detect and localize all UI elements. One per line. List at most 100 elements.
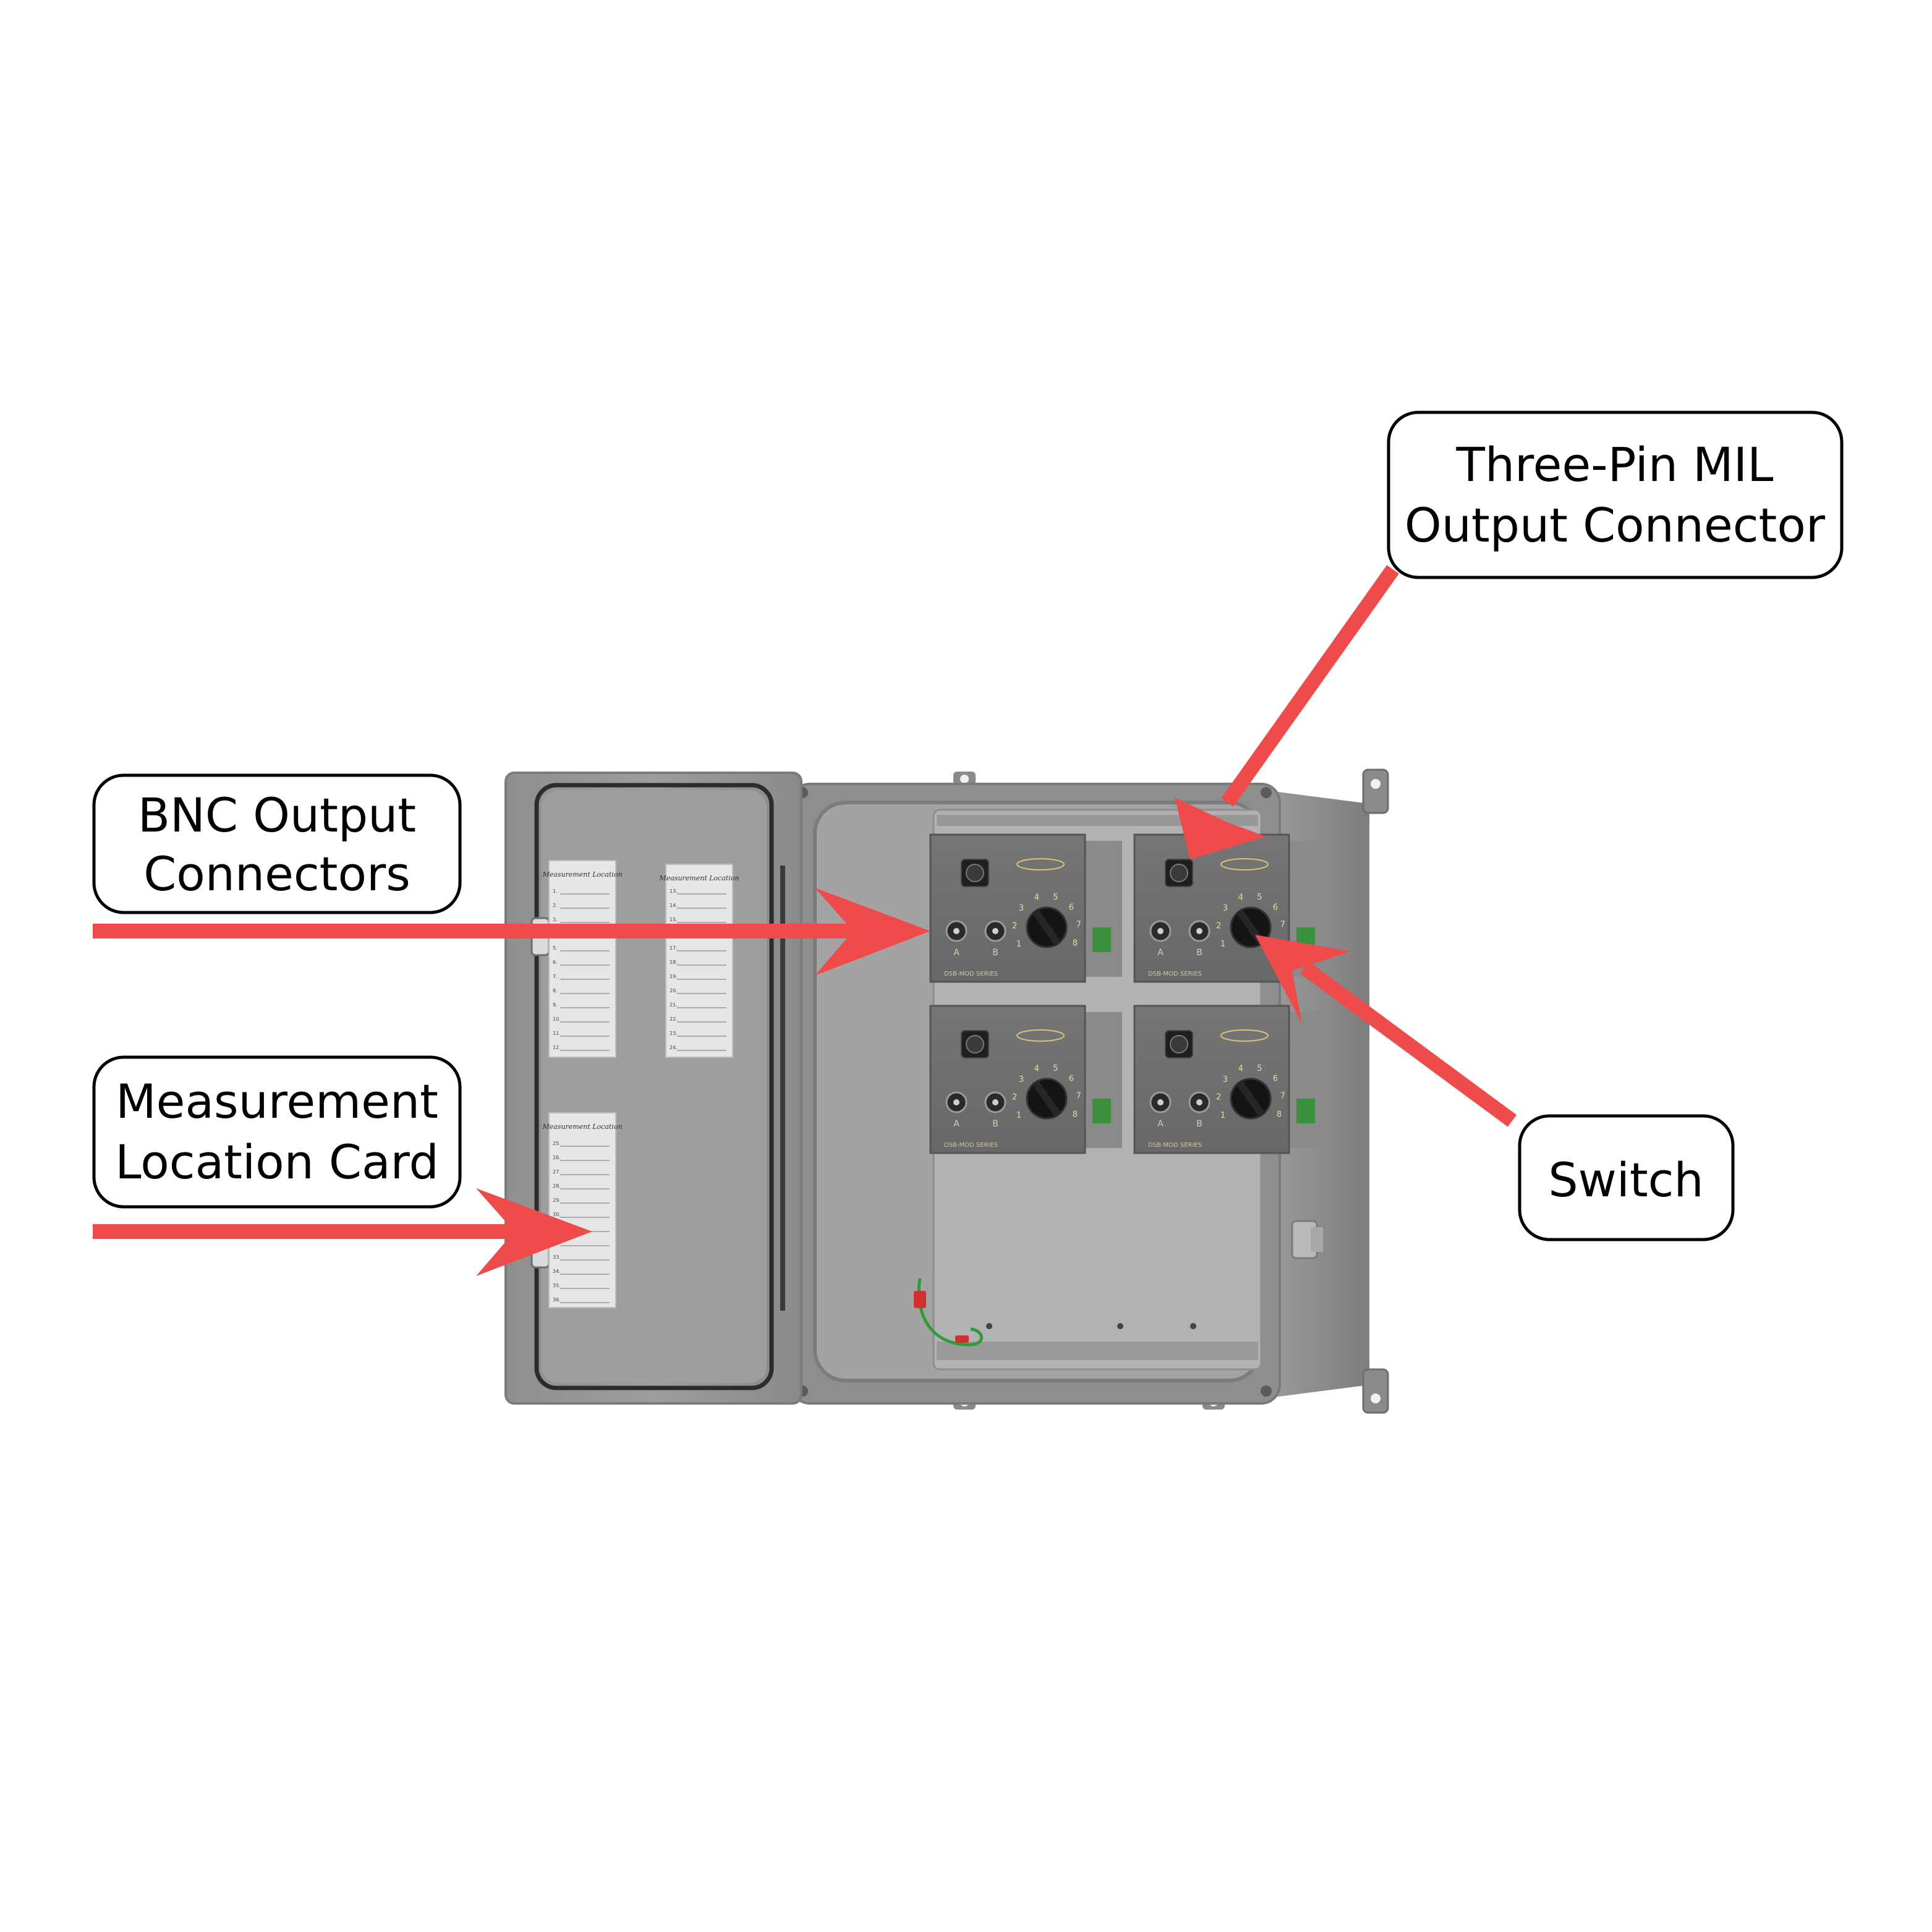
brand-logo [1220,858,1269,870]
card-row-label: 6. [553,960,558,965]
bnc-pin [1157,1099,1164,1105]
dial-number: 5 [1257,893,1262,902]
bnc-arrow-shaft [93,924,866,938]
dial-number: 1 [1220,1111,1225,1120]
mounting-tab [1362,768,1389,814]
terminal-connector [1092,1099,1111,1123]
bnc-label-a: A [1157,948,1164,958]
terminal-block [1085,841,1122,977]
bnc-label-b: B [1196,948,1202,958]
brand-logo [1220,1029,1269,1042]
dial-number: 7 [1076,1092,1081,1101]
card-title: Measurement Location [658,874,739,882]
bnc-pin [1157,928,1164,934]
card-row-label: 17. [670,945,678,951]
rotary-switch-pointer [1236,1080,1266,1117]
terminal-block [1289,1012,1326,1148]
mil-arrow-head [1175,798,1266,859]
dial-number: 3 [1019,904,1024,913]
card-row-label: 13. [670,888,678,894]
module-panel [929,1005,1086,1154]
terminal-connector [1092,927,1111,952]
bnc-pin [1196,1099,1202,1105]
card-row-label: 36. [553,1297,561,1303]
module-series-label: DSB-MOD SERIES [1148,971,1202,977]
card-row-label: 22. [670,1016,678,1022]
module-panel [929,833,1086,983]
card-row-label: 18. [670,960,678,965]
card-row-label: 29. [553,1198,561,1203]
bnc-pin [992,1099,998,1105]
card-row-label: 10. [553,1016,561,1022]
callout-bnc: BNC Output Connectors [92,773,462,914]
card-row-label: 15. [670,917,678,922]
brand-logo [1016,1029,1065,1042]
card-row-label: 30. [553,1212,561,1217]
switch-arrow-head [1255,935,1351,1024]
callout-bnc-line2: Connectors [143,846,411,901]
rotary-switch-pointer [1032,1080,1062,1117]
card-row-label: 20. [670,988,678,994]
dial-number: 6 [1273,903,1278,913]
bnc-pin [953,928,960,934]
callout-bnc-line1: BNC Output [138,788,416,843]
dial-number: 2 [1216,921,1221,930]
dial-number: 4 [1238,1065,1243,1074]
module-series-label: DSB-MOD SERIES [944,971,998,977]
dial-number: 7 [1280,921,1285,930]
dial-number: 4 [1034,893,1039,903]
card-row-label: 9. [553,1002,558,1008]
bnc-label-b: B [992,1119,998,1129]
terminal-block [1085,1012,1122,1148]
enclosure-door: Measurement Location 1.2.3.4.5.6.7.8.9.1… [504,772,802,1405]
rotary-switch-pointer [1032,909,1062,946]
callout-mil-connector: Three-Pin MIL Output Connector [1387,411,1844,579]
bnc-label-a: A [953,1119,960,1129]
bnc-arrow-head [815,888,930,976]
measurement-card-3: Measurement Location 25.26.27.28.29.30.3… [542,1112,623,1308]
module-series-label: DSB-MOD SERIES [1148,1142,1202,1149]
dial-number: 2 [1012,921,1017,930]
brand-logo [1016,858,1065,870]
bnc-pin [1196,928,1202,934]
card-row-label: 19. [670,974,678,979]
module-panel [1133,833,1290,983]
callout-switch-line1: Switch [1548,1152,1703,1207]
mil-connector-face [966,1035,984,1053]
measurement-card-2: Measurement Location 13.14.15.16.17.18.1… [658,864,739,1058]
card-row-label: 14. [670,903,678,908]
callout-mil-line2: Output Connector [1405,498,1826,553]
dial-number: 2 [1012,1092,1017,1102]
bnc-label-b: B [992,948,998,958]
dial-number: 8 [1073,1110,1078,1119]
card-row-label: 26. [553,1155,561,1160]
dial-number: 4 [1238,893,1243,903]
bnc-label-b: B [1196,1119,1202,1129]
card-row-label: 5. [553,945,558,951]
measurement-card-1: Measurement Location 1.2.3.4.5.6.7.8.9.1… [542,860,623,1058]
card-row-label: 21. [670,1002,678,1008]
callout-mil-line1: Three-Pin MIL [1455,437,1773,492]
terminal-connector [1296,1099,1315,1123]
card-row-label: 8. [553,988,558,994]
card-row-label: 23. [670,1031,678,1036]
dial-number: 5 [1257,1064,1262,1073]
card-row-label: 24. [670,1045,678,1050]
dial-number: 6 [1069,903,1074,913]
bnc-label-a: A [953,948,960,958]
callout-switch: Switch [1518,1114,1735,1241]
card-title: Measurement Location [542,870,622,879]
card-row-label: 25. [553,1141,561,1146]
dial-number: 3 [1223,904,1228,913]
dial-number: 7 [1280,1092,1285,1101]
dial-number: 5 [1053,893,1058,902]
arrows [93,565,1517,1276]
card-row-label: 12. [553,1045,561,1050]
mounting-tab [1362,1368,1389,1414]
